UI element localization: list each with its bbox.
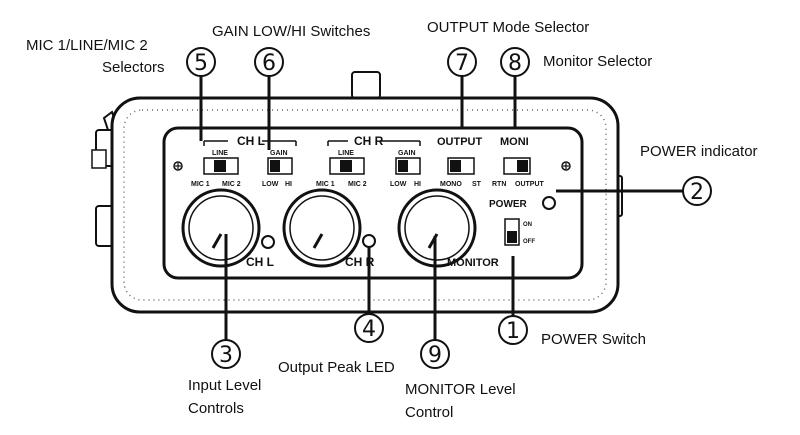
callout-7-label: OUTPUT Mode Selector [427, 19, 589, 36]
input-selector-switch-r[interactable] [329, 157, 365, 175]
monitor-selector-switch[interactable] [503, 157, 531, 175]
svg-text:9: 9 [428, 343, 442, 368]
line-label-r: LINE [338, 150, 354, 157]
callout-5: 5 [186, 47, 216, 77]
line-label-l: LINE [212, 150, 228, 157]
hi-label-r: HI [414, 181, 421, 188]
mic2-label-l: MIC 2 [222, 181, 241, 188]
svg-text:6: 6 [262, 51, 276, 76]
callout-9-label-line2: Control [405, 404, 453, 421]
callout-6-label: GAIN LOW/HI Switches [212, 23, 370, 40]
leader-lines [199, 75, 688, 340]
mic1-label-r: MIC 1 [316, 181, 335, 188]
hi-label-l: HI [285, 181, 292, 188]
input-selector-switch-l[interactable] [203, 157, 239, 175]
callout-3-label-line2: Controls [188, 400, 244, 417]
gain-label-r: GAIN [398, 150, 416, 157]
svg-text:2: 2 [690, 180, 704, 205]
top-mount [351, 71, 381, 99]
callout-8-label: Monitor Selector [543, 53, 652, 70]
off-label: OFF [523, 239, 535, 245]
callout-4: 4 [354, 313, 384, 343]
callout-8: 8 [500, 47, 530, 77]
svg-text:3: 3 [219, 343, 233, 368]
callout-9-label-line1: MONITOR Level [405, 381, 516, 398]
gain-switch-l[interactable] [267, 157, 293, 175]
peak-led-l [261, 235, 275, 249]
monitor-level-knob[interactable] [397, 188, 477, 268]
peak-led-r [362, 234, 376, 248]
output-header: OUTPUT [437, 136, 483, 148]
st-label: ST [472, 181, 482, 188]
power-switch[interactable] [504, 218, 520, 246]
svg-text:1: 1 [506, 319, 520, 344]
rtn-label: RTN [492, 181, 506, 188]
moni-header: MONI [500, 136, 529, 148]
callout-2-label: POWER indicator [640, 143, 758, 160]
gain-label-l: GAIN [270, 150, 288, 157]
callout-3: 3 [211, 339, 241, 369]
knob-ch-l-label: CH L [246, 255, 274, 269]
knob-ch-r-label: CH R [345, 255, 375, 269]
callout-5-label-line1: MIC 1/LINE/MIC 2 [26, 37, 148, 54]
low-label-l: LOW [262, 181, 279, 188]
svg-text:4: 4 [362, 317, 376, 342]
mic1-label-l: MIC 1 [191, 181, 210, 188]
power-indicator-led [542, 196, 556, 210]
callout-4-label: Output Peak LED [278, 359, 395, 376]
callout-1-label: POWER Switch [541, 331, 646, 348]
power-label: POWER [489, 199, 528, 210]
screw-icon [173, 161, 183, 171]
callout-1: 1 [498, 315, 528, 345]
low-label-r: LOW [390, 181, 407, 188]
screw-icon [561, 161, 571, 171]
callout-6: 6 [254, 47, 284, 77]
callout-3-label-line1: Input Level [188, 377, 261, 394]
ch-r-header: CH R [354, 134, 384, 148]
svg-text:5: 5 [194, 51, 208, 76]
callout-9: 9 [420, 339, 450, 369]
knob-monitor-label: MONITOR [447, 257, 499, 269]
callout-7: 7 [447, 47, 477, 77]
input-level-knob-l[interactable] [181, 188, 261, 268]
ch-l-header: CH L [237, 134, 265, 148]
mic2-label-r: MIC 2 [348, 181, 367, 188]
callout-5-label-line2: Selectors [102, 59, 165, 76]
gain-switch-r[interactable] [395, 157, 421, 175]
output-mode-switch[interactable] [447, 157, 475, 175]
svg-text:7: 7 [455, 51, 469, 76]
output-small-label: OUTPUT [515, 181, 545, 188]
input-level-knob-r[interactable] [282, 188, 362, 268]
on-label: ON [523, 222, 532, 228]
mono-label: MONO [440, 181, 462, 188]
svg-text:8: 8 [508, 51, 522, 76]
callout-2: 2 [682, 176, 712, 206]
